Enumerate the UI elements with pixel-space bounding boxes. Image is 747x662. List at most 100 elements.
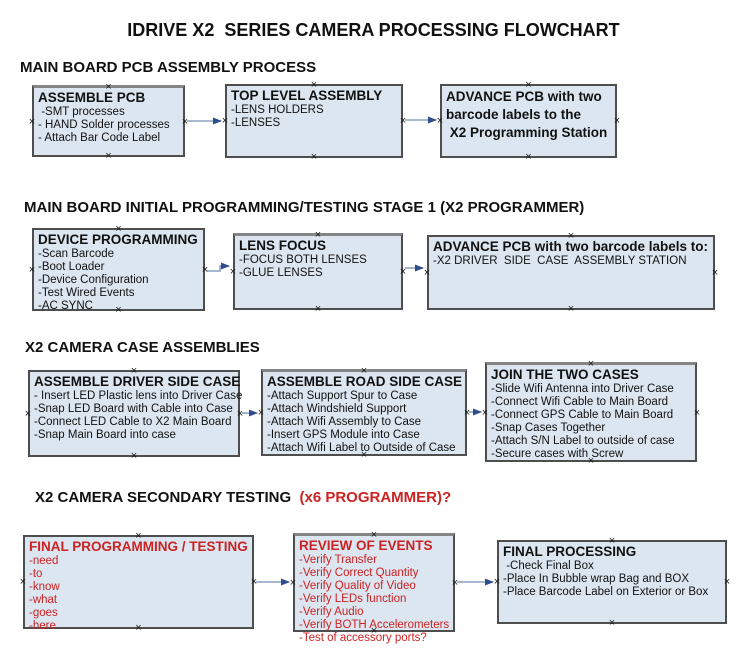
box-title: ASSEMBLE ROAD SIDE CASE	[267, 374, 463, 389]
connector-handle-icon[interactable]	[370, 627, 378, 635]
box-line: -FOCUS BOTH LENSES	[239, 254, 367, 266]
flow-box-final-processing[interactable]: FINAL PROCESSING -Check Final Box -Place…	[497, 540, 727, 624]
box-line: -Snap Cases Together	[491, 422, 606, 434]
connector-handle-icon[interactable]	[229, 268, 237, 276]
box-title: ADVANCE PCB with two barcode labels to:	[433, 239, 709, 254]
flow-box-top-level-assembly[interactable]: TOP LEVEL ASSEMBLY -LENS HOLDERS -LENSES	[225, 84, 403, 158]
box-line: -GLUE LENSES	[239, 267, 323, 279]
connector-handle-icon[interactable]	[135, 624, 143, 632]
box-line: -Device Configuration	[38, 274, 149, 286]
box-line: -AC SYNC	[38, 300, 93, 312]
flow-box-advance-pcb-programming-station[interactable]: ADVANCE PCB with two barcode labels to t…	[440, 84, 617, 158]
connector-handle-icon[interactable]	[613, 117, 621, 125]
connector-handle-icon[interactable]	[289, 579, 297, 587]
box-title: ASSEMBLE DRIVER SIDE CASE	[34, 374, 241, 389]
box-line: -Check Final Box	[503, 560, 594, 572]
box-line: -LENSES	[231, 117, 281, 129]
connector-handle-icon[interactable]	[115, 306, 123, 314]
box-line: -Verify BOTH Accelerometers	[299, 619, 450, 631]
flow-box-assemble-driver-side-case[interactable]: ASSEMBLE DRIVER SIDE CASE - Insert LED P…	[28, 367, 242, 460]
arrow-connector[interactable]	[207, 262, 230, 272]
connector-handle-icon[interactable]	[314, 231, 322, 239]
connector-handle-icon[interactable]	[711, 269, 719, 277]
connector-handle-icon[interactable]	[423, 269, 431, 277]
connector-handle-icon[interactable]	[525, 153, 533, 161]
connector-handle-icon[interactable]	[257, 409, 265, 417]
connector-handle-icon[interactable]	[105, 83, 113, 91]
connector-handle-icon[interactable]	[587, 360, 595, 368]
connector-handle-icon[interactable]	[250, 578, 258, 586]
connector-handle-icon[interactable]	[481, 409, 489, 417]
connector-handle-icon[interactable]	[236, 410, 244, 418]
box-line: -Verify Audio	[299, 606, 364, 618]
connector-handle-icon[interactable]	[567, 232, 575, 240]
box-line: -Verify LEDs function	[299, 593, 407, 605]
box-line: -SMT processes	[38, 106, 125, 118]
box-line: -here	[29, 620, 56, 632]
box-title: LENS FOCUS	[239, 238, 327, 253]
connector-handle-icon[interactable]	[451, 579, 459, 587]
box-line: -know	[29, 581, 60, 593]
box-line: -Verify Correct Quantity	[299, 567, 419, 579]
connector-handle-icon[interactable]	[608, 537, 616, 545]
connector-handle-icon[interactable]	[310, 153, 318, 161]
connector-handle-icon[interactable]	[608, 619, 616, 627]
box-line: -to	[29, 568, 43, 580]
section-heading-red-part: (x6 PROGRAMMER)?	[295, 489, 452, 506]
connector-handle-icon[interactable]	[399, 268, 407, 276]
connector-handle-icon[interactable]	[399, 117, 407, 125]
connector-handle-icon[interactable]	[567, 305, 575, 313]
flow-box-lens-focus[interactable]: LENS FOCUS -FOCUS BOTH LENSES -GLUE LENS…	[233, 233, 403, 310]
box-title: FINAL PROCESSING	[503, 544, 637, 559]
box-line: -Slide Wifi Antenna into Driver Case	[491, 383, 674, 395]
connector-handle-icon[interactable]	[130, 452, 138, 460]
connector-handle-icon[interactable]	[360, 451, 368, 459]
section-heading-pcb-assembly: MAIN BOARD PCB ASSEMBLY PROCESS	[20, 59, 317, 76]
connector-handle-icon[interactable]	[181, 118, 189, 126]
connector-handle-icon[interactable]	[723, 578, 731, 586]
connector-handle-icon[interactable]	[19, 578, 27, 586]
connector-handle-icon[interactable]	[201, 266, 209, 274]
box-line: -Attach Wifi Label to Outside of Case	[267, 442, 456, 454]
flow-box-assemble-road-side-case[interactable]: ASSEMBLE ROAD SIDE CASE -Attach Support …	[261, 369, 467, 456]
box-line: -goes	[29, 607, 58, 619]
connector-handle-icon[interactable]	[28, 118, 36, 126]
box-line: -Test Wired Events	[38, 287, 135, 299]
box-line: -what	[29, 594, 58, 606]
box-title: ADVANCE PCB with two barcode labels to t…	[446, 89, 608, 140]
box-line: -Test of accessory ports?	[299, 632, 427, 644]
connector-handle-icon[interactable]	[587, 457, 595, 465]
flow-box-review-of-events[interactable]: REVIEW OF EVENTS -Verify Transfer -Verif…	[293, 531, 455, 644]
flow-box-join-the-two-cases[interactable]: JOIN THE TWO CASES -Slide Wifi Antenna i…	[485, 362, 697, 462]
flowchart-title: IDRIVE X2 SERIES CAMERA PROCESSING FLOWC…	[127, 20, 620, 40]
connector-handle-icon[interactable]	[314, 305, 322, 313]
connector-handle-icon[interactable]	[693, 409, 701, 417]
box-title: FINAL PROGRAMMING / TESTING	[29, 539, 248, 554]
connector-handle-icon[interactable]	[436, 117, 444, 125]
flow-box-final-programming-testing[interactable]: FINAL PROGRAMMING / TESTING -need -to -k…	[23, 532, 254, 632]
connector-handle-icon[interactable]	[525, 81, 533, 89]
section-heading-black-part: X2 CAMERA SECONDARY TESTING	[35, 489, 296, 506]
box-title: JOIN THE TWO CASES	[491, 367, 639, 382]
connector-handle-icon[interactable]	[370, 531, 378, 539]
connector-handle-icon[interactable]	[105, 152, 113, 160]
box-line: - Attach Bar Code Label	[38, 132, 161, 144]
connector-handle-icon[interactable]	[493, 578, 501, 586]
connector-handle-icon[interactable]	[130, 367, 138, 375]
box-line: -Place In Bubble wrap Bag and BOX	[503, 573, 690, 585]
flow-box-advance-pcb-driver-side-station[interactable]: ADVANCE PCB with two barcode labels to: …	[427, 235, 715, 310]
connector-handle-icon[interactable]	[221, 117, 229, 125]
connector-handle-icon[interactable]	[24, 410, 32, 418]
connector-handle-icon[interactable]	[135, 532, 143, 540]
box-line: -Attach Wifi Assembly to Case	[267, 416, 422, 428]
flow-box-assemble-pcb[interactable]: ASSEMBLE PCB -SMT processes - HAND Solde…	[32, 85, 185, 157]
connector-handle-icon[interactable]	[28, 266, 36, 274]
box-line: -Attach Windshield Support	[267, 403, 407, 415]
box-title: ASSEMBLE PCB	[38, 90, 146, 105]
connector-handle-icon[interactable]	[115, 225, 123, 233]
flow-box-device-programming[interactable]: DEVICE PROGRAMMING -Scan Barcode -Boot L…	[32, 225, 205, 314]
connector-handle-icon[interactable]	[360, 367, 368, 375]
connector-handle-icon[interactable]	[310, 81, 318, 89]
connector-handle-icon[interactable]	[463, 409, 471, 417]
